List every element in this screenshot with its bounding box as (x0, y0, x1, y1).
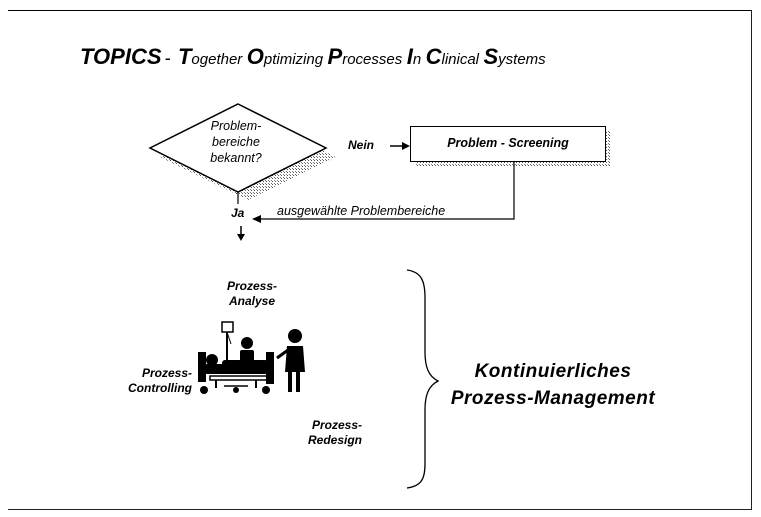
title-word: Clinical (425, 44, 480, 69)
slide-frame (8, 10, 752, 510)
title-word: In (406, 44, 422, 69)
kontinuierliches-prozess-management: Kontinuierliches Prozess-Management (450, 361, 656, 409)
decision-label: Problem- bereiche bekannt? (196, 118, 276, 166)
nein-arrowhead (402, 142, 410, 150)
nein-label: Nein (348, 138, 375, 152)
prozess-redesign-label: Prozess- Redesign (307, 418, 362, 447)
title-dash: - (164, 48, 171, 68)
decision-line: Problem- (210, 119, 262, 133)
hospital-bed-patient-icon (198, 321, 305, 394)
title-acronym: TOPICS (80, 44, 162, 69)
feedback-arrowhead (252, 215, 261, 223)
curly-brace (406, 269, 440, 489)
decision-line: bekannt? (210, 151, 262, 165)
feedback-label: ausgewählte Problembereiche (277, 204, 446, 218)
title-word: Together (177, 44, 243, 69)
prozess-controlling-label: Prozess- Controlling (128, 366, 192, 395)
slide-title: TOPICS- Together Optimizing Processes In… (80, 44, 720, 70)
decision-line: bereiche (212, 135, 260, 149)
problem-screening-box: Problem - Screening (410, 126, 606, 162)
feedback-line (260, 162, 515, 220)
title-word: Systems (483, 44, 546, 69)
prozess-analyse-label: Prozess- Analyse (226, 279, 278, 308)
title-word: Optimizing (246, 44, 324, 69)
ja-label: Ja (231, 206, 245, 220)
ja-arrowhead (237, 234, 245, 241)
title-word: Processes (327, 44, 403, 69)
